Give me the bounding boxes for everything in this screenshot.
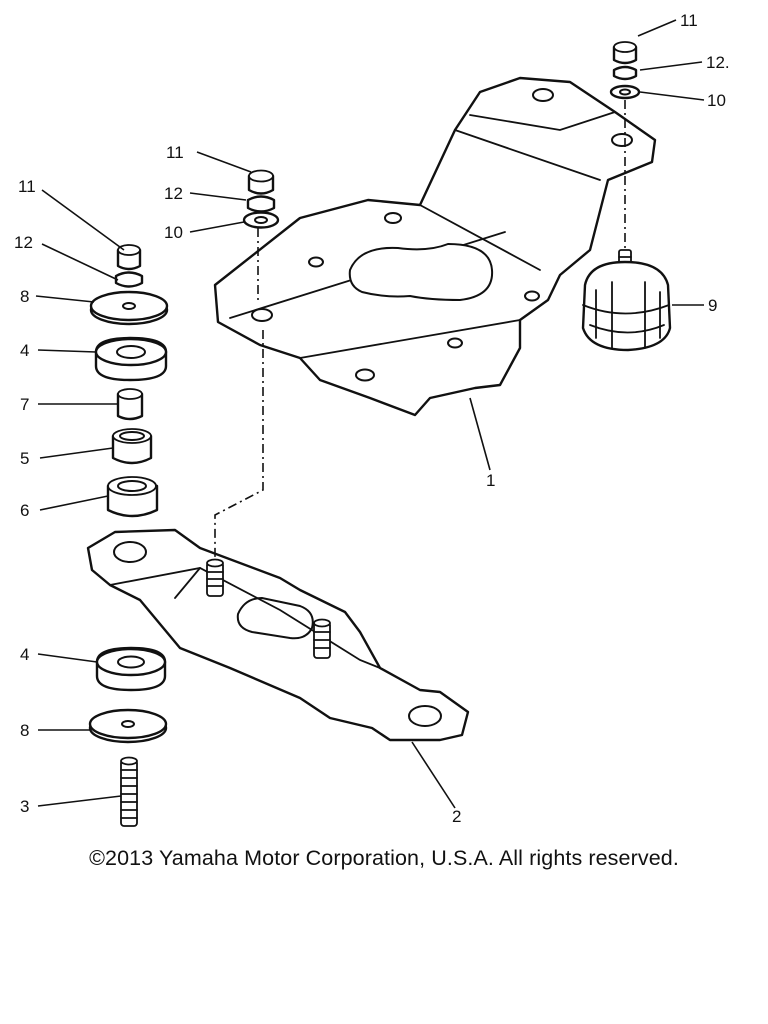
hardware-stack-left xyxy=(89,244,169,518)
callout-11-middle: 11 xyxy=(166,143,184,162)
hardware-stack-top-right xyxy=(609,41,641,100)
leader-lines xyxy=(35,19,705,809)
hardware-stack-middle xyxy=(242,169,280,229)
alignment-lines xyxy=(214,100,626,560)
callout-11-top-right: 11 xyxy=(680,11,698,30)
callout-5: 5 xyxy=(20,449,29,468)
engine-mount-exploded-diagram: 11 12. 10 11 12 10 11 12 8 4 7 5 6 9 1 4… xyxy=(14,11,730,827)
callout-1: 1 xyxy=(486,471,495,490)
copyright-notice: ©2013 Yamaha Motor Corporation, U.S.A. A… xyxy=(89,846,679,870)
hardware-stack-lower-left xyxy=(88,646,168,827)
callout-10-top-right: 10 xyxy=(707,91,726,110)
callout-7: 7 xyxy=(20,395,29,414)
part-1-mounting-bracket xyxy=(213,76,657,417)
callout-2: 2 xyxy=(452,807,461,826)
callout-11-left: 11 xyxy=(18,177,36,196)
callout-4-lower: 4 xyxy=(20,645,29,664)
callout-8-upper: 8 xyxy=(20,287,29,306)
callout-8-lower: 8 xyxy=(20,721,29,740)
callout-9: 9 xyxy=(708,296,717,315)
callout-labels: 11 12. 10 11 12 10 11 12 8 4 7 5 6 9 1 4… xyxy=(14,11,730,826)
callout-12-left: 12 xyxy=(14,233,33,252)
callout-10-middle: 10 xyxy=(164,223,183,242)
callout-12-middle: 12 xyxy=(164,184,183,203)
callout-6: 6 xyxy=(20,501,29,520)
callout-3: 3 xyxy=(20,797,29,816)
callout-4-upper: 4 xyxy=(20,341,29,360)
callout-12-top-right: 12. xyxy=(706,53,730,72)
part-2-lower-plate xyxy=(86,528,470,742)
part-9-rubber-mount xyxy=(581,249,672,352)
